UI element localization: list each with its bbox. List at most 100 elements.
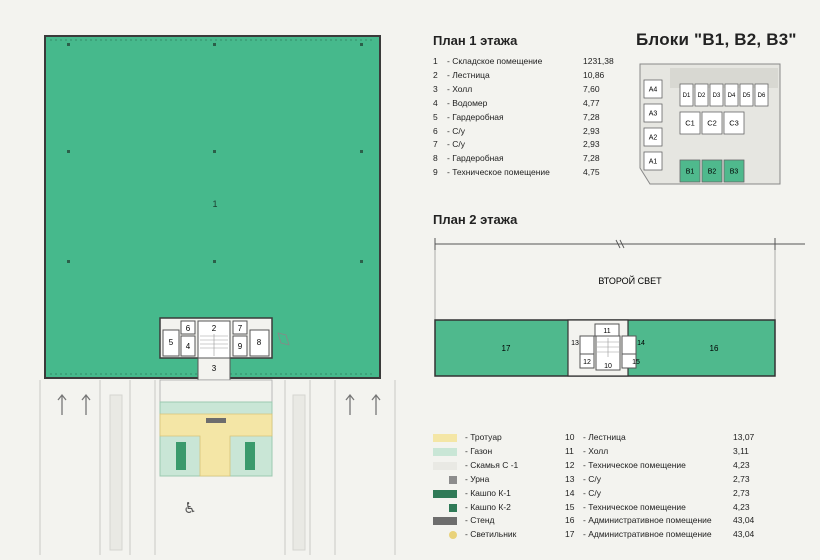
floor1-room-name: - С/у <box>447 125 465 136</box>
floor2-room-area: 4,23 <box>733 459 750 470</box>
block-label: B3 <box>730 168 739 175</box>
block-label: A2 <box>649 134 658 141</box>
block-label: B2 <box>708 168 717 175</box>
legend-label: - Светильник <box>465 529 517 540</box>
door-swing <box>277 332 290 346</box>
label-room-11: 11 <box>603 328 610 335</box>
floor2-room-number: 15 <box>565 501 575 512</box>
floor2-room-number: 10 <box>565 432 575 442</box>
warehouse-grid <box>50 39 375 375</box>
floor1-room-area: 2,93 <box>583 139 600 150</box>
label-room-7: 7 <box>238 324 243 333</box>
floor2-room-number: 13 <box>565 473 575 484</box>
floor2-room-number: 16 <box>565 515 575 526</box>
floor1-room-area: 7,28 <box>583 153 600 164</box>
room-8 <box>249 329 270 357</box>
label-room-8: 8 <box>257 338 262 347</box>
legend-label: - Стенд <box>465 515 495 526</box>
floor1-room-number: 1 <box>433 56 438 66</box>
room-14 <box>621 335 637 355</box>
floor2-room-name: - Техническое помещение <box>583 459 686 470</box>
legend-swatch <box>433 447 457 456</box>
legend-swatch <box>449 531 457 540</box>
legend-label: - Газон <box>465 445 493 456</box>
label-room-17: 17 <box>502 344 511 353</box>
block-c2 <box>701 111 723 135</box>
floor1-room-name: - Гардеробная <box>447 153 504 164</box>
block-b2 <box>701 159 723 183</box>
floor1-room-area: 10,86 <box>583 69 605 80</box>
planter-right <box>245 442 255 470</box>
floor2-title: План 2 этажа <box>433 212 518 227</box>
block-label: D6 <box>758 93 766 99</box>
floor2-room-name: - Административное помещение <box>583 529 712 540</box>
floor2-room-area: 43,04 <box>733 529 755 540</box>
c-blocks: C1 C2 C3 <box>679 111 745 135</box>
label-room-15: 15 <box>632 359 640 366</box>
floor1-room-name: - Складское помещение <box>447 56 543 66</box>
legend-label: - Тротуар <box>465 432 502 442</box>
sidewalk-area <box>159 413 273 477</box>
floor2-room-area: 4,23 <box>733 501 750 512</box>
block-label: D5 <box>743 93 751 99</box>
block-a2 <box>643 127 663 147</box>
block-label: C3 <box>729 119 739 128</box>
floor1-room-area: 4,77 <box>583 97 600 108</box>
block-d4 <box>724 83 739 107</box>
floor1-room-number: 2 <box>433 69 438 80</box>
label-room-10: 10 <box>604 363 612 370</box>
block-c1 <box>679 111 701 135</box>
floor1-plan: 1 5 6 4 2 7 9 8 3 ♿ <box>39 35 396 555</box>
room-15 <box>621 353 637 369</box>
floor1-room-number: 9 <box>433 167 438 178</box>
label-room-9: 9 <box>238 342 243 351</box>
block-label: A1 <box>649 158 658 165</box>
floor1-title: План 1 этажа <box>433 33 518 48</box>
block-d1 <box>679 83 694 107</box>
floor2-room-area: 13,07 <box>733 432 755 442</box>
block-a1 <box>643 151 663 171</box>
room-6 <box>180 320 196 335</box>
floor2-room-name: - Техническое помещение <box>583 501 686 512</box>
block-label: C2 <box>707 119 717 128</box>
block-d5 <box>739 83 754 107</box>
label-room-2: 2 <box>212 324 217 333</box>
block-label: A4 <box>649 86 658 93</box>
parking-markers <box>57 393 381 415</box>
floor2-room-number: 11 <box>565 445 574 456</box>
floor1-room-area: 1231,38 <box>583 56 614 66</box>
floor1-room-area: 7,60 <box>583 83 600 94</box>
floor1-room-area: 7,28 <box>583 111 600 122</box>
room-13 <box>579 335 595 355</box>
label-room-14: 14 <box>637 340 645 347</box>
legend-swatch <box>433 489 457 498</box>
floor2-room-name: - С/у <box>583 487 601 498</box>
b-blocks: B1 B2 B3 <box>679 159 745 183</box>
floor1-room-name: - Лестница <box>447 69 490 80</box>
floor1-room-name: - Водомер <box>447 97 488 108</box>
block-label: C1 <box>685 119 695 128</box>
planter-left <box>176 442 186 470</box>
column-markers <box>67 43 363 263</box>
label-room-3: 3 <box>212 364 217 373</box>
legend-swatch <box>449 503 457 512</box>
floor2-room-area: 2,73 <box>733 473 750 484</box>
room-7 <box>232 320 248 335</box>
block-a3 <box>643 103 663 123</box>
block-label: A3 <box>649 110 658 117</box>
floor1-room-number: 8 <box>433 153 438 164</box>
floor2-plan: ВТОРОЙ СВЕТ 17 16 11 13 12 10 14 15 <box>434 238 805 377</box>
floor1-room-name: - С/у <box>447 139 465 150</box>
floor2-room-area: 43,04 <box>733 515 755 526</box>
block-c3 <box>723 111 745 135</box>
entrance-area <box>159 379 273 403</box>
block-b1 <box>679 159 701 183</box>
floor2-room-number: 14 <box>565 487 575 498</box>
block-label: B1 <box>686 168 695 175</box>
room-4 <box>180 335 196 357</box>
floor2-room-name: - Холл <box>583 445 609 456</box>
legend-swatch <box>433 461 457 470</box>
label-room-13: 13 <box>571 340 579 347</box>
floor1-room-name: - Холл <box>447 83 473 94</box>
